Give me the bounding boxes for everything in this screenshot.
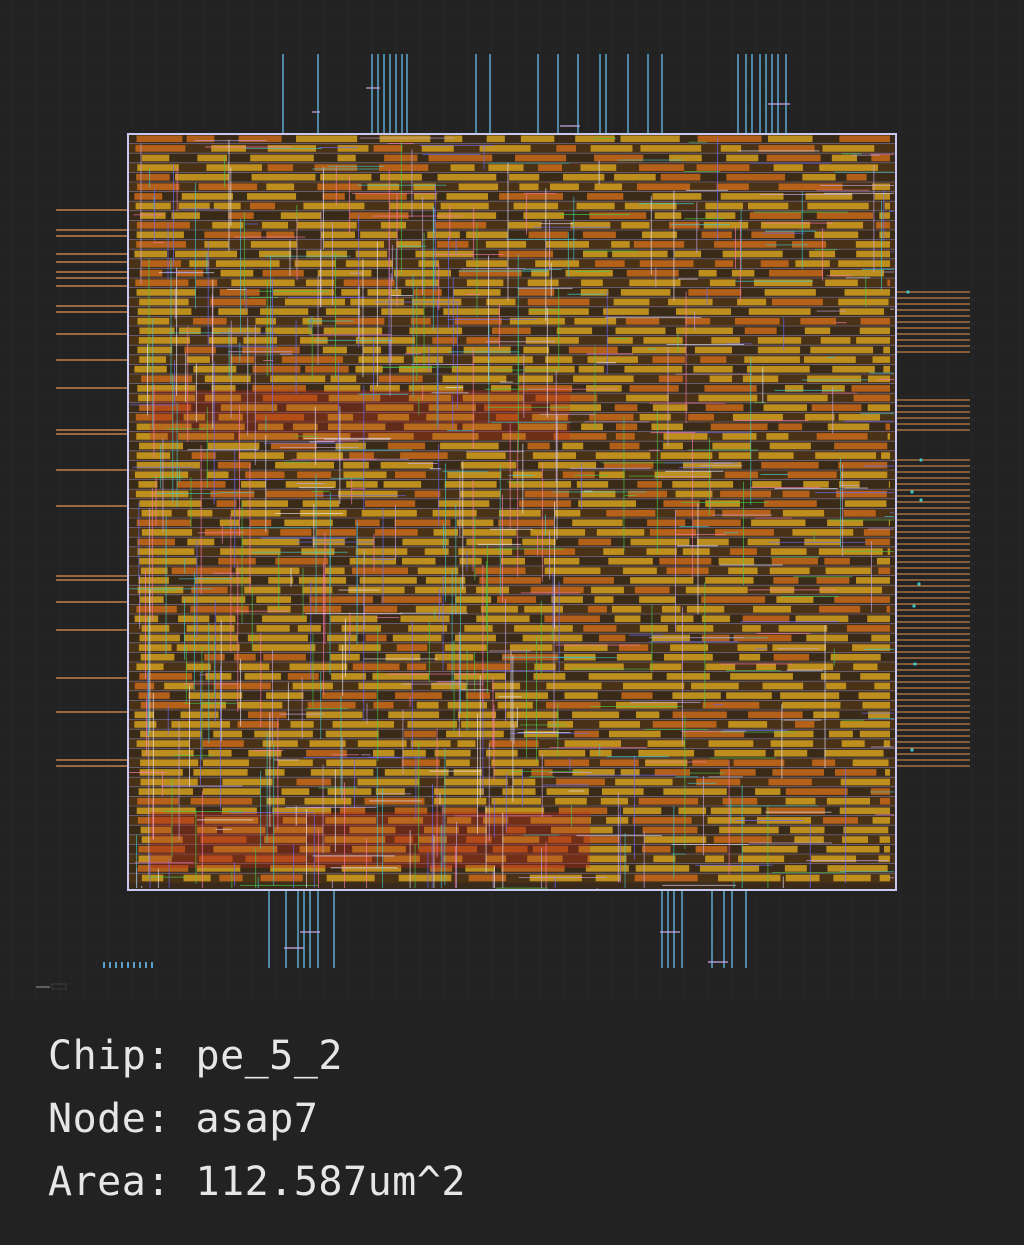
die-outline bbox=[127, 133, 897, 891]
area-label: Area: 112.587um^2 bbox=[48, 1159, 466, 1205]
io-pins-left bbox=[56, 209, 128, 767]
chip-layout-view[interactable] bbox=[0, 0, 1024, 1000]
chip-info-panel: Chip: pe_5_2 Node: asap7 Area: 112.587um… bbox=[48, 1025, 948, 1214]
chip-name-label: Chip: pe_5_2 bbox=[48, 1033, 343, 1079]
routing-layer bbox=[128, 137, 895, 890]
node-label: Node: asap7 bbox=[48, 1096, 319, 1142]
hotspot-regions bbox=[150, 390, 590, 868]
io-pins-bottom bbox=[268, 890, 747, 968]
corner-pin-marks bbox=[103, 962, 153, 968]
io-pins-right bbox=[896, 290, 970, 767]
standard-cell-rows bbox=[128, 133, 896, 883]
io-pins-top bbox=[282, 54, 790, 134]
scale-bar bbox=[36, 983, 67, 990]
